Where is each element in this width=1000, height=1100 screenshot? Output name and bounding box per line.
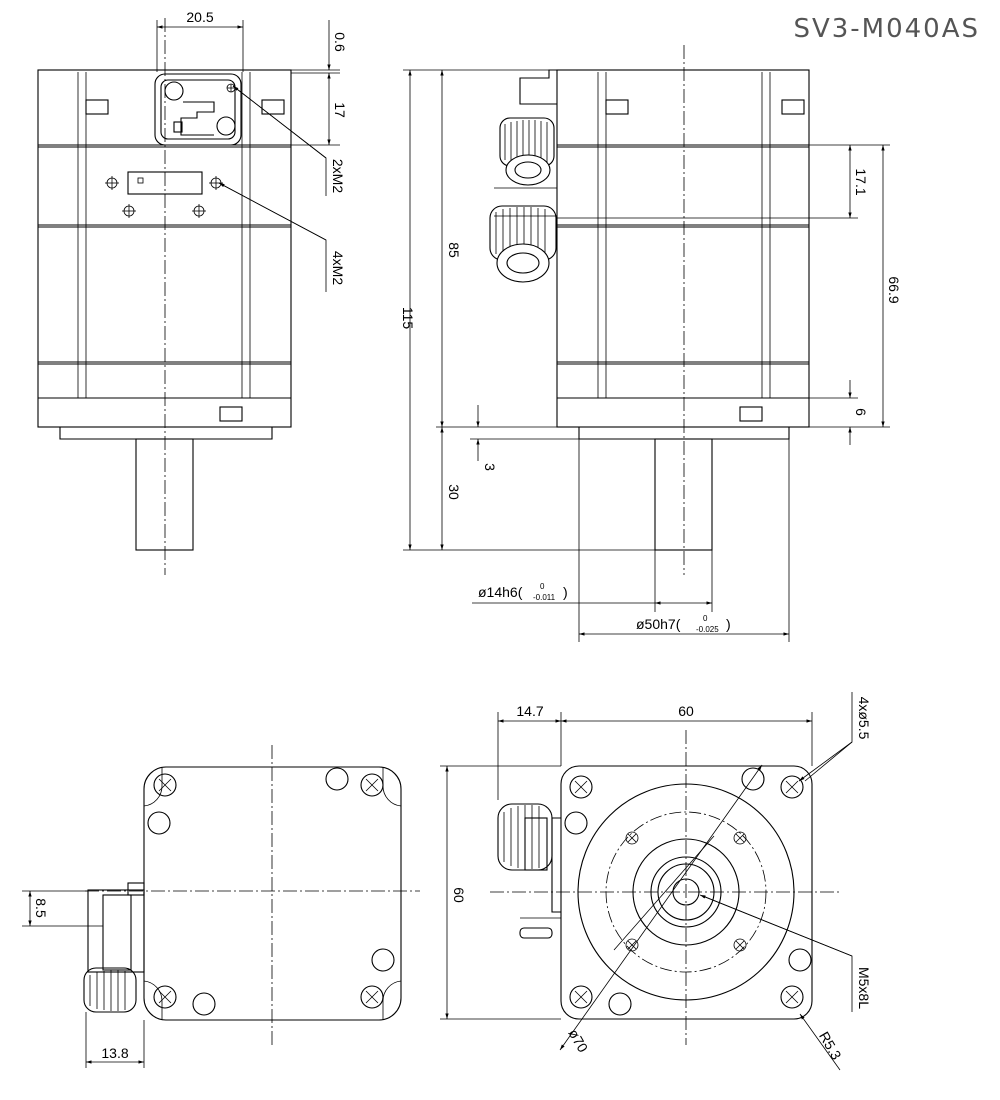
dim-pilot-tol-lo: -0.025 [696, 625, 719, 634]
dim-13-8: 13.8 [101, 1045, 128, 1061]
dim-17: 17 [332, 102, 348, 118]
dim-top-width: 20.5 [186, 9, 213, 25]
shaft-side-2 [654, 438, 713, 551]
dim-pilot-tol-hi: 0 [703, 614, 708, 623]
note-2xM2: 2xM2 [330, 159, 346, 193]
dim-6: 6 [853, 408, 869, 416]
note-pcd: ø70 [565, 1026, 591, 1055]
dim-115: 115 [400, 307, 416, 330]
dim-pilot-dia: ø50h7( [636, 616, 681, 632]
note-holes: 4xø5.5 [856, 697, 872, 740]
dim-85: 85 [446, 242, 462, 258]
note-corner-radius: R5.3 [816, 1029, 845, 1063]
motor-body-side [556, 69, 810, 428]
dim-0-6: 0.6 [332, 32, 348, 52]
dim-shaft-dia: ø14h6( [478, 584, 523, 600]
dim-60-width: 60 [678, 703, 694, 719]
note-tap: M5x8L [856, 967, 872, 1009]
view-top-right: 115 85 30 3 17.1 66.9 6 ø14h6( 0 -0.011 … [400, 45, 902, 642]
view-bottom-left: 8.5 13.8 [22, 745, 420, 1068]
mounting-holes [564, 767, 812, 1016]
dim-shaft-tol-hi: 0 [540, 582, 545, 591]
dim-60-height: 60 [451, 887, 467, 903]
view-top-left: 20.5 0.6 17 2xM2 4xM2 [37, 9, 348, 575]
dim-66-9: 66.9 [886, 276, 902, 303]
front-flange [560, 765, 813, 1020]
drawing-title: SV3-M040AS [793, 14, 980, 44]
dim-3: 3 [482, 463, 498, 471]
dim-14-7: 14.7 [516, 703, 543, 719]
shaft-side [135, 438, 194, 551]
dim-shaft-tol-lo: -0.011 [533, 593, 556, 602]
dim-8-5: 8.5 [33, 898, 49, 918]
dim-pilot-paren: ) [726, 616, 731, 632]
rear-flange [143, 766, 402, 1021]
dim-17-1: 17.1 [853, 168, 869, 195]
view-bottom-right: 14.7 60 60 4xø5.5 ø70 M5x8L R5.3 [440, 692, 872, 1071]
note-4xM2: 4xM2 [330, 251, 346, 285]
connector-upper [499, 117, 555, 186]
dim-shaft-paren: ) [563, 584, 568, 600]
dim-30: 30 [446, 484, 462, 500]
motor-body-outline [37, 69, 292, 428]
connector-lower [489, 205, 557, 283]
